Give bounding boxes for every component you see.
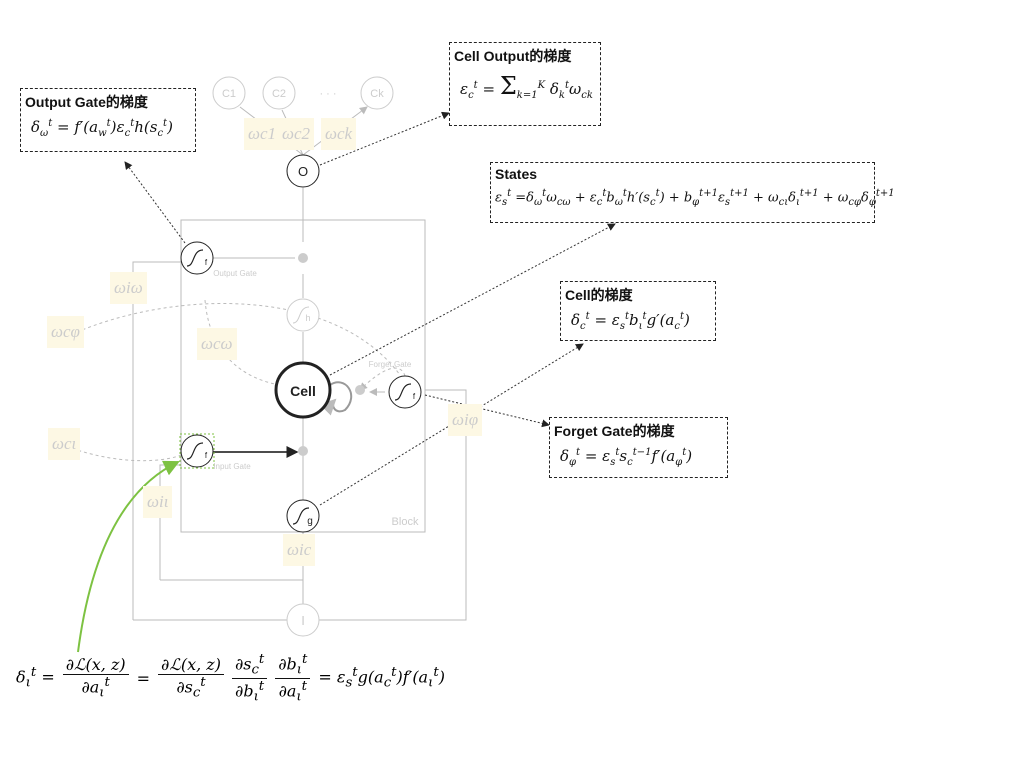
f-label: f xyxy=(205,258,208,267)
box-title: Output Gate的梯度 xyxy=(25,94,148,110)
weight-iphi: ωiφ xyxy=(448,404,483,436)
input-label: I xyxy=(301,613,305,628)
f-label: f xyxy=(413,392,416,401)
formula: δφt = εstsct−1f′(aφt) xyxy=(560,447,693,468)
box-title: States xyxy=(495,166,538,182)
box-title: Cell的梯度 xyxy=(565,287,633,303)
f-label: f xyxy=(205,451,208,460)
ck-label: Ck xyxy=(370,88,384,100)
node-input xyxy=(286,603,320,637)
forget-gate-node xyxy=(388,375,422,409)
states-box: States εst =δωtωcω + εctbωth′(sct) + bφt… xyxy=(490,162,895,223)
formula: δct = εstbιtg′(act) xyxy=(571,311,690,332)
dots-label: · · · xyxy=(319,88,336,100)
block-label: Block xyxy=(392,516,419,528)
formula: δωt = f′(awt)εcth(sct) xyxy=(31,118,173,139)
output-gate-node xyxy=(180,241,214,275)
weight-c1: ωc1 xyxy=(244,118,281,150)
weight-iw: ωiω xyxy=(110,272,147,304)
box-title: Cell Output的梯度 xyxy=(454,48,572,64)
node-g xyxy=(286,499,320,533)
g-label: g xyxy=(307,516,313,527)
node-h xyxy=(286,298,320,332)
cell-gradient-box: Cell的梯度 δct = εstbιtg′(act) xyxy=(560,281,716,341)
weight-cw: ωcω xyxy=(197,328,237,360)
input-gate-gradient-formula: διt = ∂ℒ(x, z)∂aιt = ∂ℒ(x, z)∂sct ∂sct∂b… xyxy=(16,652,445,705)
node-output xyxy=(286,154,320,188)
node-c2 xyxy=(262,76,296,110)
c1-label: C1 xyxy=(222,88,236,100)
weight-it: ωiι xyxy=(143,486,173,518)
formula: εct = Σk=1K δktωck xyxy=(460,72,593,101)
cell-output-gradient-box: Cell Output的梯度 εct = Σk=1K δktωck xyxy=(449,42,601,126)
cell-label: Cell xyxy=(290,383,316,399)
forget-gate-gradient-box: Forget Gate的梯度 δφt = εstsct−1f′(aφt) xyxy=(549,417,728,478)
c2-label: C2 xyxy=(272,88,286,100)
weight-cphi: ωcφ xyxy=(47,316,84,348)
box-title: Forget Gate的梯度 xyxy=(554,423,675,439)
input-gate-label: Input Gate xyxy=(213,462,251,471)
input-gate-node xyxy=(180,434,214,468)
h-label: h xyxy=(305,313,310,323)
formula: εst =δωtωcω + εctbωth′(sct) + bφt+1εst+1… xyxy=(495,188,895,208)
weight-ic: ωic xyxy=(283,534,316,566)
weight-ck: ωck xyxy=(321,118,357,150)
output-gate-label: Output Gate xyxy=(213,269,257,278)
node-ck xyxy=(360,76,394,110)
cell-node xyxy=(274,361,332,419)
weight-c2: ωc2 xyxy=(278,118,315,150)
forget-gate-label: Forget Gate xyxy=(369,360,412,369)
weight-ct: ωcι xyxy=(48,428,81,460)
node-c1 xyxy=(212,76,246,110)
output-label: O xyxy=(298,164,308,179)
output-gate-gradient-box: Output Gate的梯度 δωt = f′(awt)εcth(sct) xyxy=(20,88,196,152)
